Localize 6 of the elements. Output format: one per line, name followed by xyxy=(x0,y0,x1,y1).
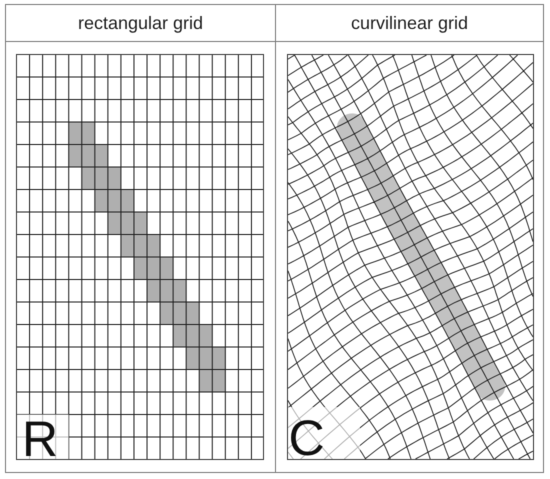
panel-letter: R xyxy=(22,418,58,459)
panel-heading: rectangular grid xyxy=(78,12,204,34)
panel-heading: curvilinear grid xyxy=(350,12,468,34)
panel xyxy=(276,4,544,473)
panel-letter: C xyxy=(288,418,325,458)
panel xyxy=(5,4,276,473)
